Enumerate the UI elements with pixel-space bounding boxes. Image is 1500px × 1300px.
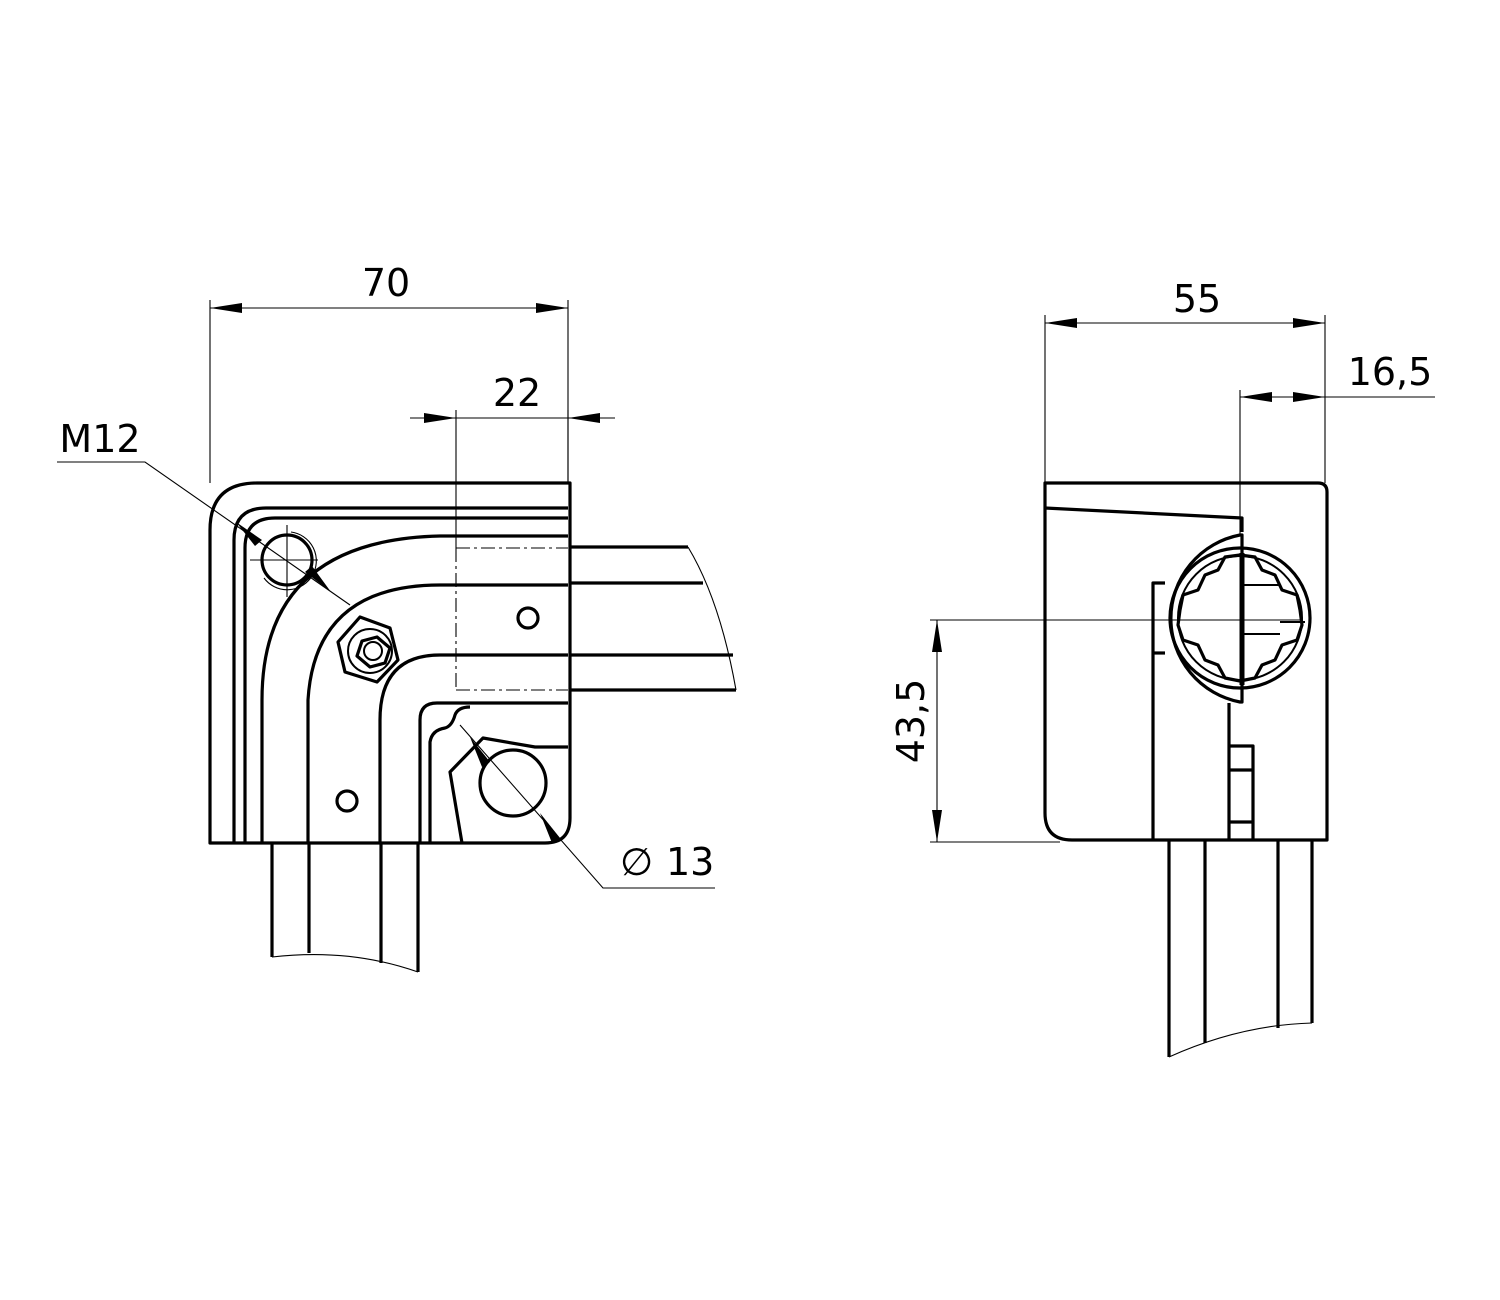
hex-nut-icon	[336, 615, 400, 684]
through-hole	[478, 748, 548, 818]
side-view: 55 16,5 43,5	[889, 277, 1435, 1058]
dimension-16-5: 16,5	[1239, 350, 1435, 535]
dimension-label: 22	[493, 371, 541, 415]
dimension-22: 22	[410, 371, 615, 548]
diameter-callout: ∅ 13	[459, 724, 715, 889]
profile-section	[1168, 533, 1312, 704]
dimension-55: 55	[1044, 277, 1326, 483]
thread-callout: M12	[57, 417, 351, 606]
dimension-label: 43,5	[889, 679, 933, 764]
small-hole	[516, 606, 540, 630]
dimension-label: 70	[362, 261, 410, 305]
dimension-label: 16,5	[1348, 350, 1433, 394]
diameter-label: 13	[666, 840, 714, 884]
threaded-hole	[250, 525, 318, 597]
dimension-70: 70	[209, 261, 569, 483]
body-outline	[208, 481, 572, 845]
small-hole	[335, 789, 359, 813]
front-view: 70 22 M12 ∅ 13	[57, 261, 737, 973]
diameter-symbol: ∅	[620, 840, 653, 884]
thread-label: M12	[59, 417, 140, 461]
dimension-label: 55	[1173, 277, 1221, 321]
dimension-43-5: 43,5	[889, 619, 1300, 843]
body-outline	[1043, 481, 1329, 842]
